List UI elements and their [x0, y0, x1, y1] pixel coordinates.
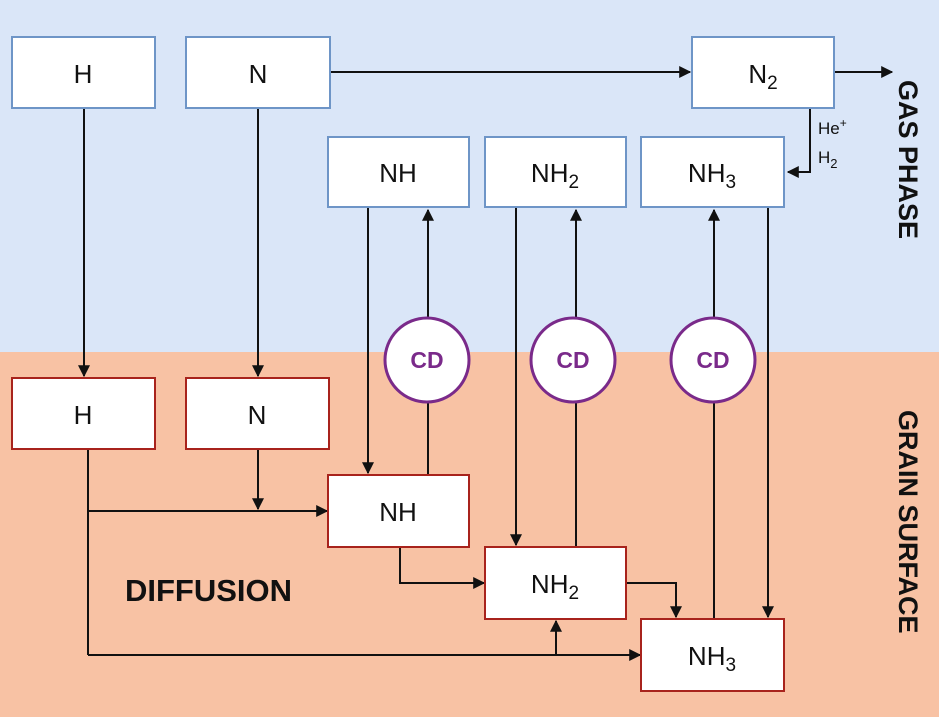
svg-text:CD: CD [696, 347, 729, 373]
svg-text:NH: NH [379, 497, 417, 527]
svg-text:NH2: NH2 [531, 158, 579, 193]
gas-node-n2: N2 [691, 36, 835, 109]
gas-node-n: N [185, 36, 331, 109]
svg-text:N: N [248, 400, 267, 430]
he-plus-label: He+ [818, 116, 847, 138]
grain-node-nh: NH [327, 474, 470, 548]
diffusion-label: DIFFUSION [125, 573, 292, 608]
cd-node-1: CD [383, 316, 471, 404]
cd-node-2: CD [529, 316, 617, 404]
edge-grain-nh-to-nh2 [399, 547, 486, 589]
svg-text:H: H [74, 400, 93, 430]
svg-text:N: N [249, 59, 268, 89]
svg-text:NH3: NH3 [688, 158, 736, 193]
edges [78, 66, 894, 661]
gas-node-nh: NH [327, 136, 470, 208]
grain-node-nh3: NH3 [640, 618, 785, 692]
svg-text:CD: CD [410, 347, 443, 373]
edge-grain-nh2-to-nh3 [626, 582, 682, 619]
grain-surface-label: GRAIN SURFACE [893, 410, 923, 634]
svg-text:H: H [74, 59, 93, 89]
svg-text:N2: N2 [748, 59, 777, 94]
gas-phase-label: GAS PHASE [893, 80, 923, 239]
svg-text:NH: NH [379, 158, 417, 188]
cd-node-3: CD [669, 316, 757, 404]
grain-node-h: H [11, 377, 156, 450]
grain-node-n: N [185, 377, 330, 450]
grain-node-nh2: NH2 [484, 546, 627, 620]
svg-text:NH3: NH3 [688, 641, 736, 676]
h2-label: H2 [818, 148, 838, 171]
svg-text:CD: CD [556, 347, 589, 373]
gas-node-h: H [11, 36, 156, 109]
gas-node-nh3: NH3 [640, 136, 785, 208]
edge-n2-to-nh3 [786, 108, 811, 178]
gas-node-nh2: NH2 [484, 136, 627, 208]
svg-text:NH2: NH2 [531, 569, 579, 604]
